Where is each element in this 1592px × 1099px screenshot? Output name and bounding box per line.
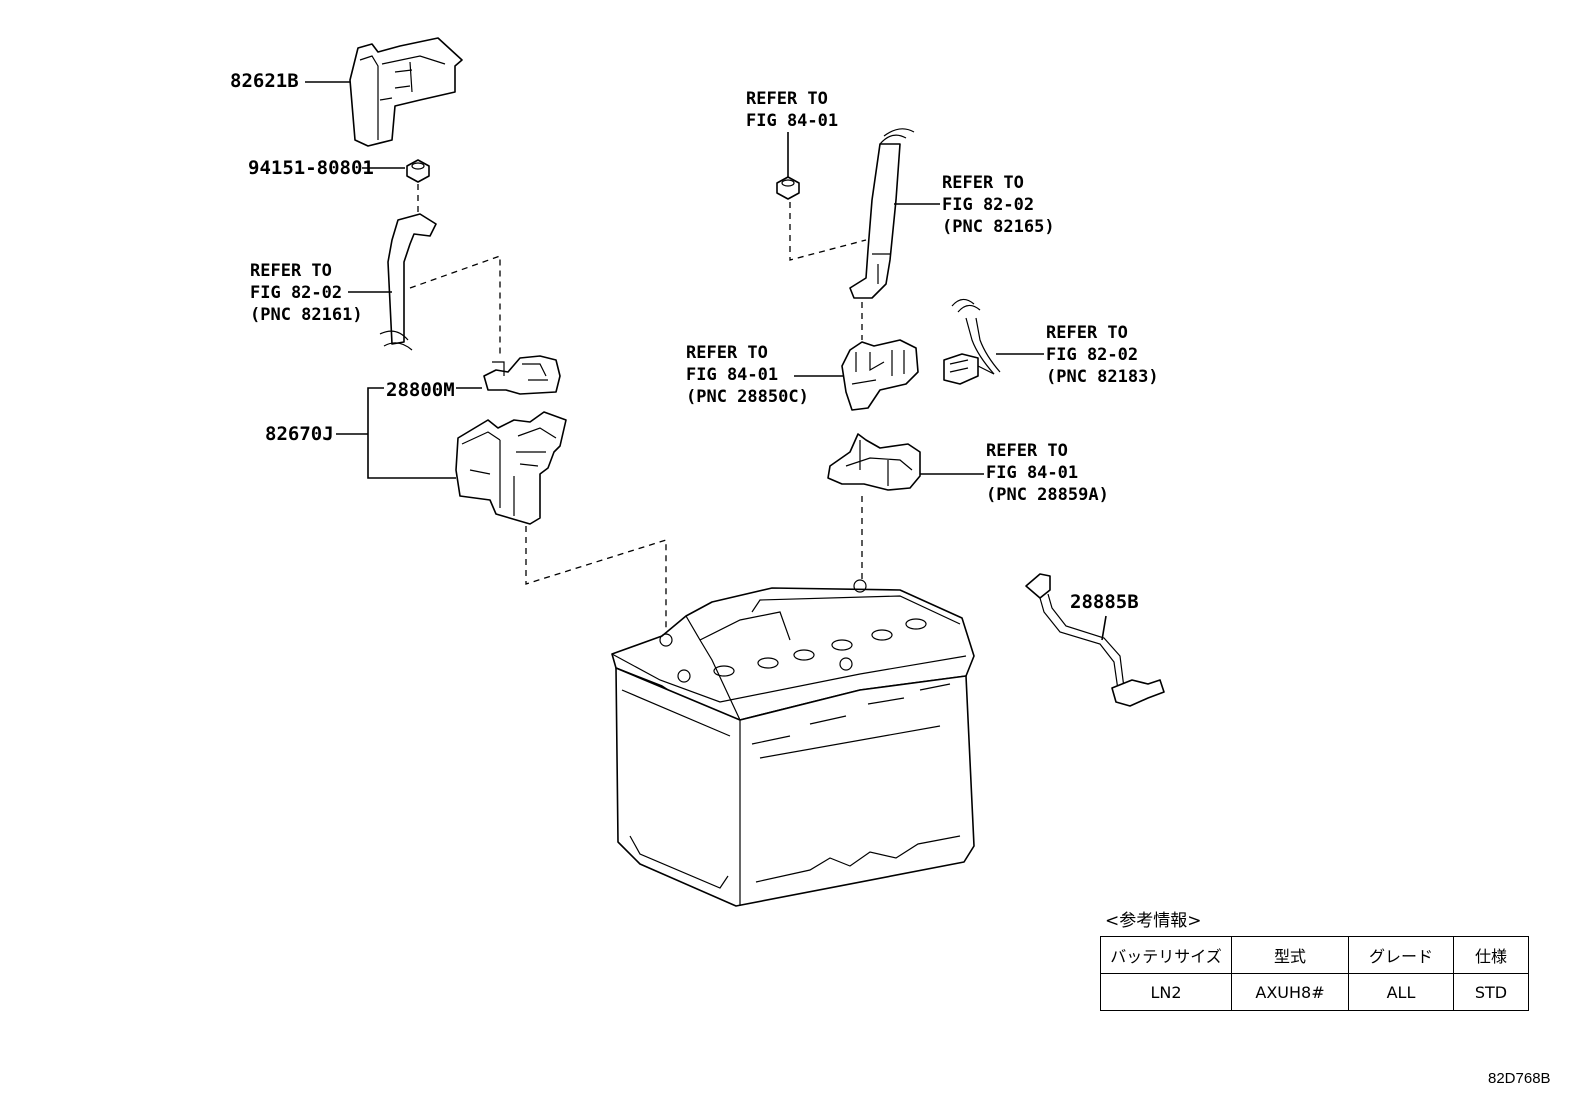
terminal-cover-82621b[interactable] <box>349 37 463 147</box>
header-spec: 仕様 <box>1453 936 1529 974</box>
table-row: LN2 AXUH8# ALL STD <box>1100 973 1529 1011</box>
temperature-sensor-28885b[interactable] <box>1025 573 1165 707</box>
header-battery-size: バッテリサイズ <box>1100 936 1232 974</box>
table-header-row: バッテリサイズ 型式 グレード 仕様 <box>1100 936 1529 974</box>
part-28800m-label: 28800M <box>386 379 455 401</box>
part-28885b-label: 28885B <box>1070 591 1139 613</box>
bracket-28859a[interactable] <box>827 433 921 491</box>
nut-84-01[interactable] <box>776 176 800 200</box>
part-82621b-label: 82621B <box>230 70 299 92</box>
header-grade: グレード <box>1348 936 1454 974</box>
dash-82161-to-28800m <box>409 255 501 358</box>
terminal-cover-82670j[interactable] <box>455 411 567 525</box>
ref-82161-text: REFER TO FIG 82-02 (PNC 82161) <box>250 261 363 325</box>
reference-info-table: バッテリサイズ 型式 グレード 仕様 LN2 AXUH8# ALL STD <box>1100 936 1529 1011</box>
battery-cable-82165[interactable] <box>849 128 915 299</box>
leader-28885b <box>1101 615 1107 641</box>
part-82670j-label: 82670J <box>265 423 334 445</box>
nut-94151-80801[interactable] <box>406 159 430 183</box>
header-model: 型式 <box>1231 936 1349 974</box>
ref-8401-top-text: REFER TO FIG 84-01 <box>746 89 838 131</box>
connector-82183[interactable] <box>943 298 1001 385</box>
reference-info-title: <参考情報> <box>1105 911 1202 931</box>
part-94151-80801-label: 94151-80801 <box>248 157 374 179</box>
battery-cable-82161[interactable] <box>379 213 437 351</box>
cell-battery-size: LN2 <box>1100 973 1232 1011</box>
ref-82183-text: REFER TO FIG 82-02 (PNC 82183) <box>1046 323 1159 387</box>
ref-28850c-text: REFER TO FIG 84-01 (PNC 28850C) <box>686 343 809 407</box>
cell-model: AXUH8# <box>1231 973 1349 1011</box>
terminal-28800m[interactable] <box>483 355 561 395</box>
ref-28859a-text: REFER TO FIG 84-01 (PNC 28859A) <box>986 441 1109 505</box>
ref-82165-text: REFER TO FIG 82-02 (PNC 82165) <box>942 173 1055 237</box>
sensor-28850c[interactable] <box>841 339 919 411</box>
dash-nut-to-82165 <box>789 202 867 261</box>
battery[interactable] <box>611 579 975 907</box>
leader-82670j <box>336 387 456 479</box>
figure-code: 82D768B <box>1488 1070 1551 1087</box>
cell-grade: ALL <box>1348 973 1454 1011</box>
cell-spec: STD <box>1453 973 1529 1011</box>
dash-82670j-to-battery <box>525 526 667 628</box>
